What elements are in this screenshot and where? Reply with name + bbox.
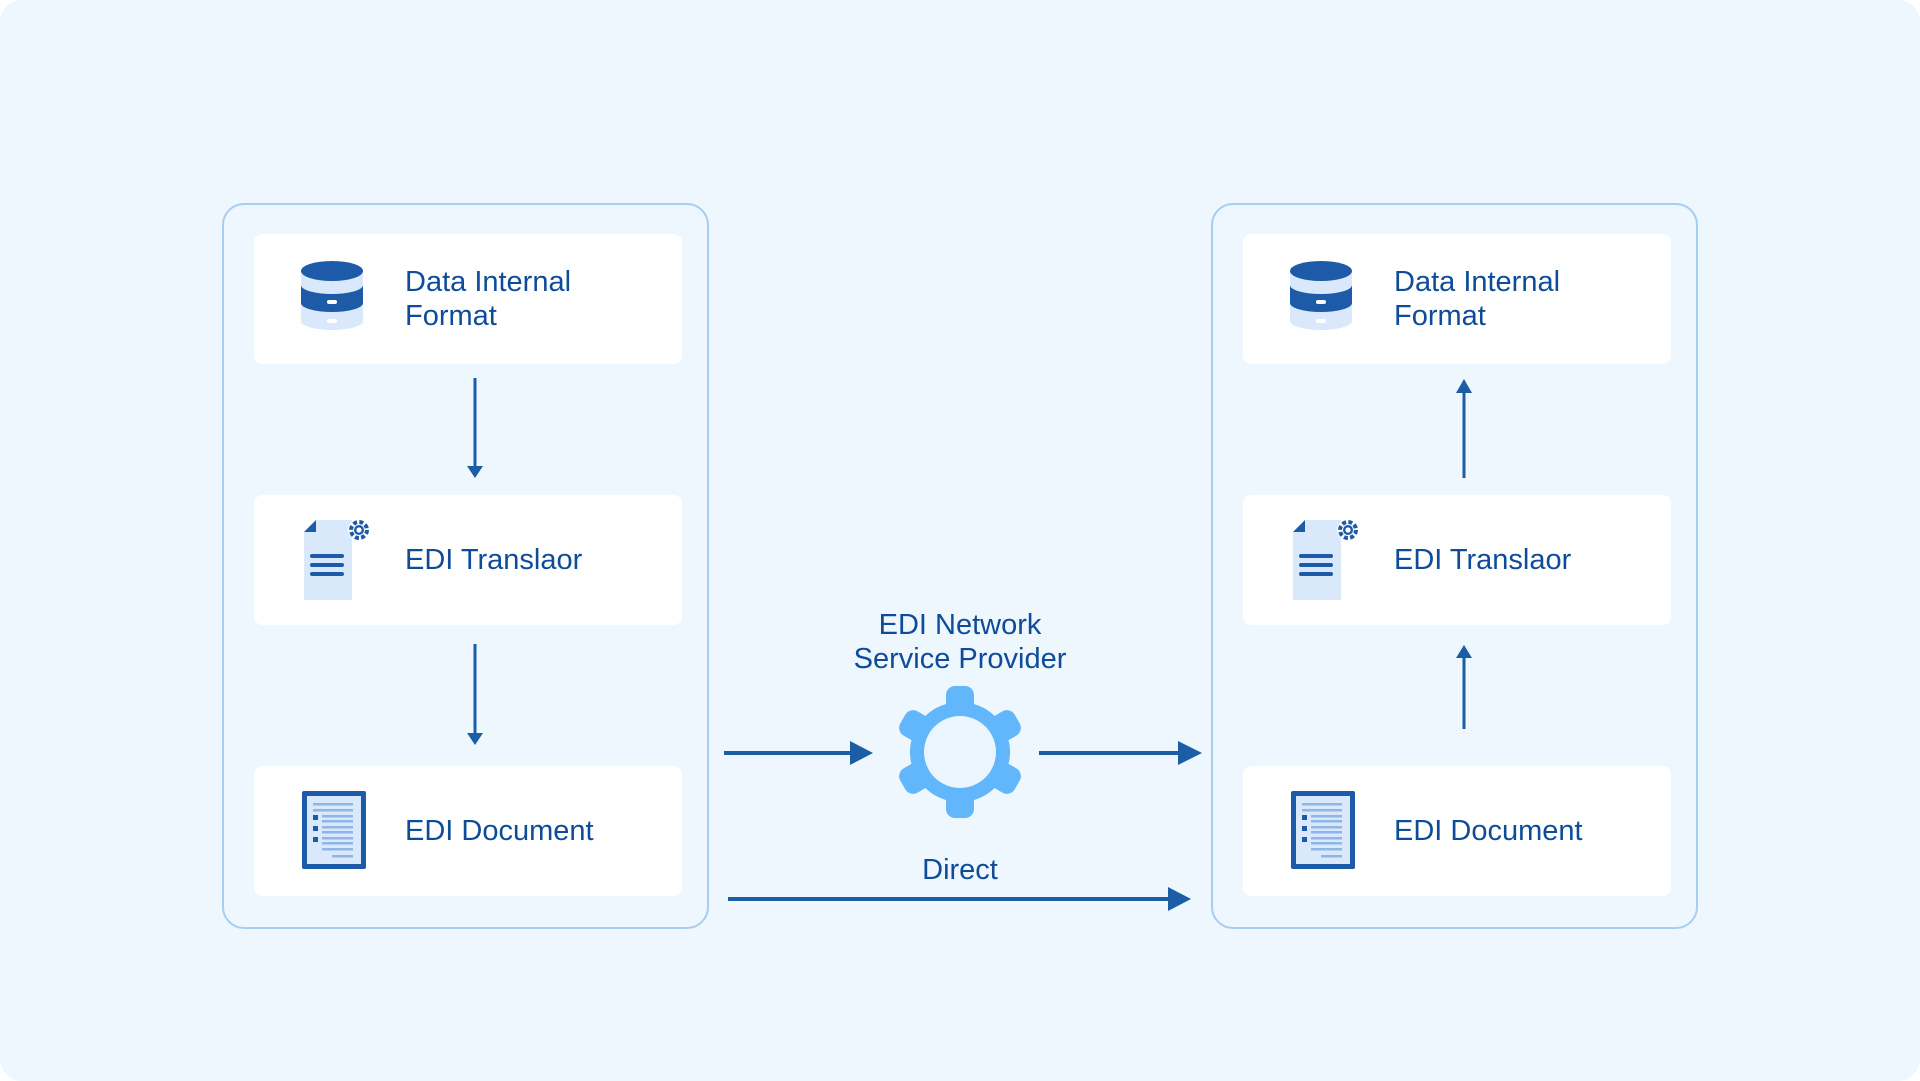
- receiver-edi-translator-label: EDI Translaor: [1394, 544, 1572, 576]
- receiver-edi-document-card: EDI Document: [1243, 766, 1671, 896]
- sender-edi-translator-label: EDI Translaor: [405, 544, 583, 576]
- gear-icon: [899, 686, 1021, 818]
- receiver-edi-document-label: EDI Document: [1394, 815, 1583, 847]
- sender-data-internal-format-card: Data Internal Format: [254, 234, 682, 364]
- database-icon: [301, 261, 363, 330]
- receiver-data-internal-format-card: Data Internal Format: [1243, 234, 1671, 364]
- network-provider-label: EDI Network Service Provider: [853, 609, 1067, 675]
- sender-edi-translator-card: EDI Translaor: [254, 495, 682, 625]
- sender-edi-document-label: EDI Document: [405, 815, 594, 847]
- database-icon: [1290, 261, 1352, 330]
- sender-edi-document-card: EDI Document: [254, 766, 682, 896]
- document-list-icon: [1291, 791, 1355, 869]
- direct-label: Direct: [922, 854, 998, 886]
- receiver-edi-translator-card: EDI Translaor: [1243, 495, 1671, 625]
- document-gear-icon: [304, 520, 370, 600]
- sender-system-panel: Data Internal Format EDI Translaor: [222, 203, 709, 929]
- receiver-system-panel: Data Internal Format EDI Translaor: [1211, 203, 1698, 929]
- document-gear-icon: [1293, 520, 1359, 600]
- receiver-data-internal-format-label: Data Internal Format: [1394, 266, 1561, 332]
- document-list-icon: [302, 791, 366, 869]
- sender-data-internal-format-label: Data Internal Format: [405, 266, 572, 332]
